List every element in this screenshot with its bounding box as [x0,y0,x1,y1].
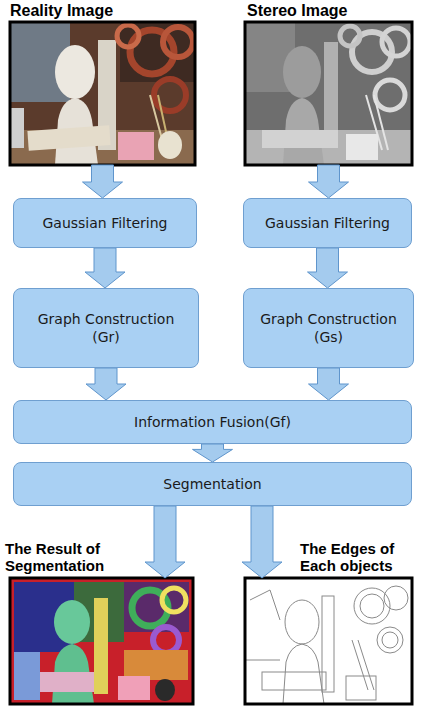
image-panel: Reality Image [10,22,195,165]
process-box: Gaussian Filtering [243,198,412,248]
step-label: Graph Construction (Gr) [22,310,190,346]
stereo-depth-image [245,22,412,165]
image-caption: The Result of Segmentation [5,540,135,575]
flow-arrow [309,368,349,400]
step-label: Graph Construction (Gs) [252,310,405,346]
flow-arrow [145,506,185,578]
image-caption: Stereo Image [247,2,412,20]
segmentation-result-image [10,578,193,704]
step-label: Gaussian Filtering [265,214,390,232]
flow-arrow [85,248,125,288]
step-label: Information Fusion(Gf) [134,413,291,431]
edge-map-image [245,578,412,704]
flow-arrow [242,506,282,578]
image-panel: The Result of Segmentation [10,578,193,704]
flow-arrow [308,248,348,288]
flow-arrow [83,165,123,198]
flow-arrow [309,165,349,198]
image-caption: The Edges of Each objects [300,540,418,575]
image-caption: Reality Image [10,2,190,20]
step-label: Segmentation [163,475,261,493]
process-box: Gaussian Filtering [13,198,197,248]
process-box: Graph Construction (Gs) [243,288,414,368]
process-box: Segmentation [13,462,412,506]
image-panel: The Edges of Each objects [245,578,412,704]
reality-photo [10,22,195,165]
process-box: Information Fusion(Gf) [13,400,412,444]
process-box: Graph Construction (Gr) [13,288,199,368]
flow-arrow [193,444,233,462]
step-label: Gaussian Filtering [42,214,167,232]
flow-arrow [86,368,126,400]
image-panel: Stereo Image [245,22,412,165]
